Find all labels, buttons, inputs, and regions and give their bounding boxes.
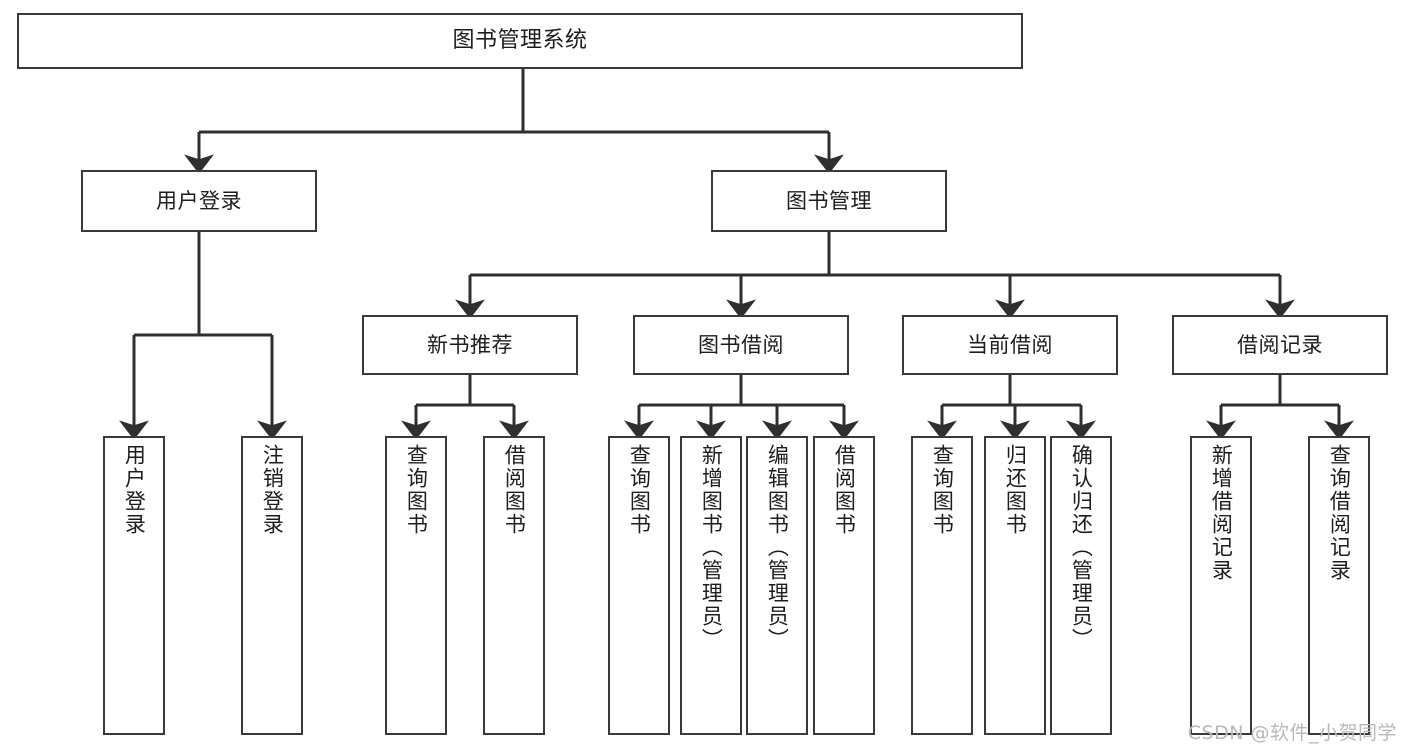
node-leaf-add-record[interactable]: 新增借阅记录 <box>1190 436 1252 735</box>
node-leaf-edit-book-label: 编辑图书（管理员） <box>765 444 790 651</box>
node-leaf-add-record-label: 新增借阅记录 <box>1209 444 1234 582</box>
node-leaf-return-book-label: 归还图书 <box>1003 444 1028 536</box>
node-root-label: 图书管理系统 <box>452 28 588 54</box>
node-leaf-query-book-1-label: 查询图书 <box>404 444 429 536</box>
node-new-book-recommend[interactable]: 新书推荐 <box>362 315 578 375</box>
node-leaf-query-book-3-label: 查询图书 <box>930 444 955 536</box>
node-leaf-user-login[interactable]: 用户登录 <box>103 436 165 735</box>
node-borrow-record[interactable]: 借阅记录 <box>1172 315 1388 375</box>
node-leaf-query-book-2[interactable]: 查询图书 <box>608 436 670 735</box>
node-leaf-query-record-label: 查询借阅记录 <box>1327 444 1352 582</box>
node-leaf-query-record[interactable]: 查询借阅记录 <box>1308 436 1370 735</box>
node-leaf-add-book-label: 新增图书（管理员） <box>699 444 724 651</box>
node-current-borrow[interactable]: 当前借阅 <box>902 315 1118 375</box>
node-leaf-user-logout-label: 注销登录 <box>260 444 285 536</box>
node-leaf-return-book[interactable]: 归还图书 <box>984 436 1046 735</box>
node-leaf-confirm-return-label: 确认归还（管理员） <box>1069 444 1094 651</box>
node-book-borrow[interactable]: 图书借阅 <box>633 315 849 375</box>
node-leaf-borrow-book-1[interactable]: 借阅图书 <box>483 436 545 735</box>
node-new-book-recommend-label: 新书推荐 <box>427 332 513 357</box>
node-leaf-query-book-3[interactable]: 查询图书 <box>911 436 973 735</box>
node-user-login-label: 用户登录 <box>156 188 242 213</box>
node-leaf-user-login-label: 用户登录 <box>122 444 147 536</box>
watermark-text: CSDN @软件_小贺同学 <box>1187 722 1397 744</box>
node-leaf-query-book-2-label: 查询图书 <box>627 444 652 536</box>
node-leaf-borrow-book-1-label: 借阅图书 <box>502 444 527 536</box>
node-leaf-add-book[interactable]: 新增图书（管理员） <box>680 436 742 735</box>
node-leaf-user-logout[interactable]: 注销登录 <box>241 436 303 735</box>
node-leaf-borrow-book-2[interactable]: 借阅图书 <box>813 436 875 735</box>
node-book-manage-label: 图书管理 <box>786 188 872 213</box>
node-leaf-borrow-book-2-label: 借阅图书 <box>832 444 857 536</box>
node-leaf-confirm-return[interactable]: 确认归还（管理员） <box>1050 436 1112 735</box>
node-book-manage[interactable]: 图书管理 <box>711 170 947 232</box>
node-book-borrow-label: 图书借阅 <box>698 332 784 357</box>
node-leaf-edit-book[interactable]: 编辑图书（管理员） <box>746 436 808 735</box>
node-current-borrow-label: 当前借阅 <box>967 332 1053 357</box>
node-borrow-record-label: 借阅记录 <box>1237 332 1323 357</box>
node-root[interactable]: 图书管理系统 <box>17 13 1023 69</box>
node-user-login[interactable]: 用户登录 <box>81 170 317 232</box>
node-leaf-query-book-1[interactable]: 查询图书 <box>385 436 447 735</box>
